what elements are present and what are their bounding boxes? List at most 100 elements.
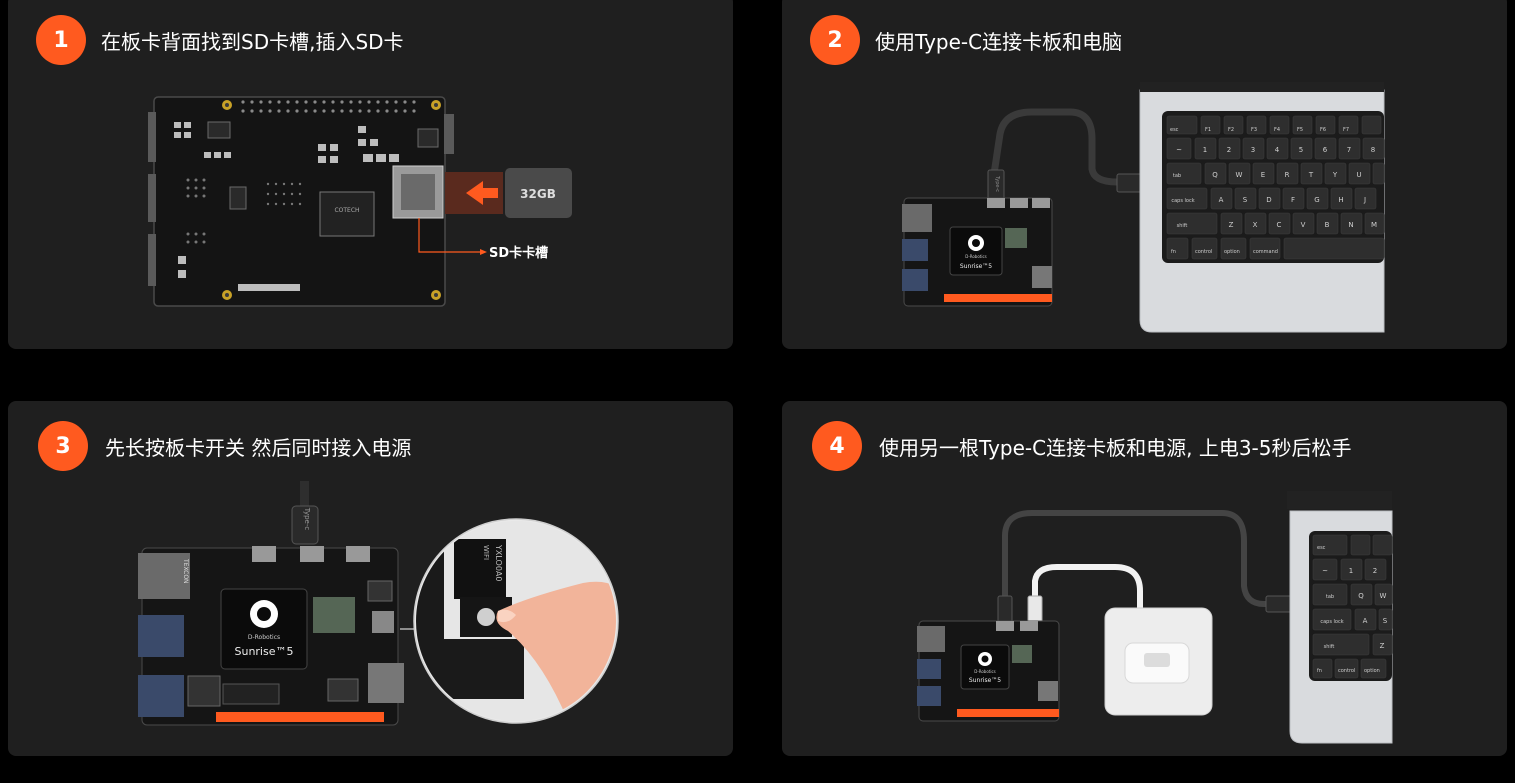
- step-number-badge: 4: [812, 421, 862, 471]
- soc-chip: [319, 191, 375, 237]
- step-card-2: 2 使用Type-C连接卡板和电脑 Type-c esc F1 F2 F3 F4…: [782, 0, 1507, 349]
- key-label: D: [1266, 196, 1271, 204]
- board-brand: D-Robotics: [974, 669, 996, 674]
- gpio-header: [216, 712, 384, 722]
- chip-name: Sunrise™5: [960, 263, 992, 270]
- cable-label: Type-c: [994, 175, 1000, 192]
- key-label: esc: [1170, 127, 1179, 133]
- usb-port: [138, 675, 184, 717]
- key-label: N: [1348, 221, 1353, 229]
- key-label: tab: [1173, 173, 1181, 179]
- key-label: U: [1356, 171, 1361, 179]
- usb-cable: [990, 108, 1126, 186]
- cable-label: Type-c: [303, 507, 311, 531]
- key-label: option: [1224, 249, 1240, 255]
- key-label: A: [1363, 617, 1368, 625]
- key-label: F6: [1320, 127, 1326, 133]
- step-title: 先长按板卡开关 然后同时接入电源: [105, 436, 412, 460]
- usb-cable-computer: [1002, 510, 1275, 607]
- key-label: control: [1338, 668, 1355, 674]
- gpio-header: [957, 709, 1059, 717]
- key-label: S: [1383, 617, 1388, 625]
- key-label: C: [1277, 221, 1282, 229]
- power-button-illustration: Type-c TEXCON D-Robotics Sunrise™5: [138, 481, 619, 726]
- key-label: F: [1291, 196, 1295, 204]
- button-label: YXLO0A0: [494, 544, 503, 582]
- key-label: 8: [1371, 146, 1375, 154]
- key-label: caps lock: [1320, 619, 1343, 625]
- key-label: W: [1236, 171, 1243, 179]
- key-label: G: [1314, 196, 1319, 204]
- key-label: 4: [1275, 146, 1280, 154]
- chip-text: COTECH: [334, 207, 359, 214]
- key-label: Y: [1332, 171, 1338, 179]
- insert-arrow-icon: [466, 181, 498, 205]
- pin-header: [241, 100, 416, 113]
- ethernet-jack: [138, 553, 190, 599]
- key-label: H: [1338, 196, 1343, 204]
- key-label: ~: [1176, 146, 1182, 154]
- soc-module: [960, 644, 1010, 690]
- key-label: S: [1243, 196, 1248, 204]
- usb-c-plug: [291, 505, 319, 545]
- key-label: B: [1325, 221, 1330, 229]
- key-label: option: [1364, 668, 1380, 674]
- key-label: Z: [1380, 642, 1385, 650]
- power-and-computer-illustration: esc ~ 1 2 tab Q W caps lock A S shift Z …: [917, 491, 1393, 744]
- key-label: F4: [1274, 127, 1280, 133]
- key-label: 2: [1227, 146, 1231, 154]
- gpio-header: [944, 294, 1052, 302]
- key-label: 3: [1251, 146, 1255, 154]
- key-label: 2: [1373, 567, 1377, 575]
- key-label: V: [1301, 221, 1306, 229]
- step-number-badge: 3: [38, 421, 88, 471]
- board-brand: D-Robotics: [965, 254, 987, 259]
- key-label: F7: [1343, 127, 1349, 133]
- key-label: 5: [1299, 146, 1303, 154]
- key-label: Q: [1358, 592, 1364, 600]
- key-label: 7: [1347, 146, 1351, 154]
- chip-name: Sunrise™5: [969, 677, 1001, 684]
- key-label: F3: [1251, 127, 1257, 133]
- board-brand: D-Robotics: [248, 634, 280, 641]
- step-title: 使用另一根Type-C连接卡板和电源, 上电3-5秒后松手: [879, 436, 1352, 460]
- sd-card-illustration: COTECH 32GB SD卡卡槽: [148, 96, 572, 307]
- step-card-4: 4 使用另一根Type-C连接卡板和电源, 上电3-5秒后松手 esc ~ 1: [782, 401, 1507, 756]
- sd-slot-callout: SD卡卡槽: [489, 245, 548, 261]
- key-label: T: [1308, 171, 1314, 179]
- key-label: E: [1261, 171, 1265, 179]
- usb-port: [138, 615, 184, 657]
- key-label: F1: [1205, 127, 1211, 133]
- key-label: tab: [1326, 594, 1334, 600]
- sd-card: [505, 168, 572, 218]
- key-label: A: [1219, 196, 1224, 204]
- key-label: shift: [1177, 223, 1188, 229]
- key-label: command: [1253, 249, 1278, 255]
- hdmi-port: [368, 663, 404, 703]
- step-number-badge: 2: [810, 15, 860, 65]
- key-label: R: [1285, 171, 1290, 179]
- step-card-3: 3 先长按板卡开关 然后同时接入电源 Type-c TEXCON D-Robot…: [8, 401, 733, 756]
- jack-label: TEXCON: [182, 558, 189, 584]
- key-label: F2: [1228, 127, 1234, 133]
- key-label: 1: [1203, 146, 1207, 154]
- key-label: 6: [1323, 146, 1328, 154]
- step-title: 在板卡背面找到SD卡槽,插入SD卡: [101, 30, 404, 54]
- key-label: F5: [1297, 127, 1303, 133]
- sd-card-capacity: 32GB: [520, 187, 556, 201]
- key-label: M: [1371, 221, 1377, 229]
- key-label: Q: [1212, 171, 1218, 179]
- usb-to-computer-illustration: Type-c esc F1 F2 F3 F4 F5 F6 F7 ~ 1: [902, 82, 1385, 333]
- key-label: X: [1253, 221, 1258, 229]
- key-label: shift: [1324, 644, 1335, 650]
- step-title: 使用Type-C连接卡板和电脑: [875, 30, 1123, 54]
- chip-name: Sunrise™5: [234, 645, 293, 658]
- key-label: 1: [1349, 567, 1353, 575]
- key-label: J: [1363, 196, 1366, 204]
- key-label: ~: [1322, 567, 1328, 575]
- step-number-badge: 1: [36, 15, 86, 65]
- key-label: W: [1380, 592, 1387, 600]
- key-label: esc: [1317, 545, 1326, 551]
- key-label: control: [1195, 249, 1212, 255]
- key-label: caps lock: [1171, 198, 1194, 204]
